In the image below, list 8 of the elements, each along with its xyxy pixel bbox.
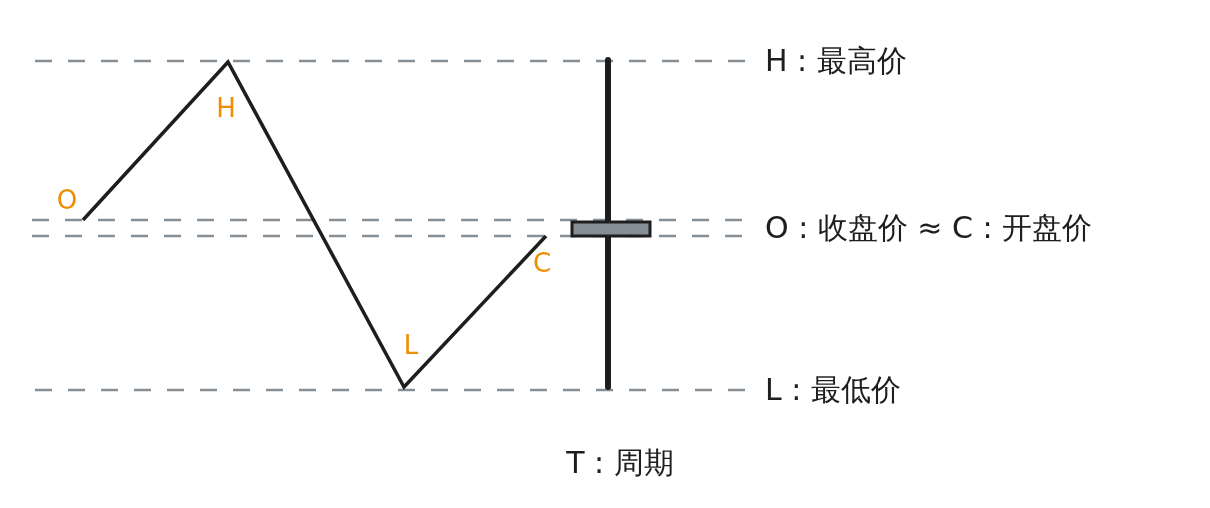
point-label: H [216, 93, 236, 123]
price-level-label: L : 最低价 [765, 372, 901, 408]
period-label: T : 周期 [566, 445, 674, 481]
price-level-label: H : 最高价 [765, 43, 907, 79]
price-level-label: O : 收盘价 ≈ C : 开盘价 [765, 210, 1093, 246]
point-label: L [403, 330, 419, 360]
point-label: C [532, 248, 552, 278]
point-label: O [56, 185, 78, 215]
